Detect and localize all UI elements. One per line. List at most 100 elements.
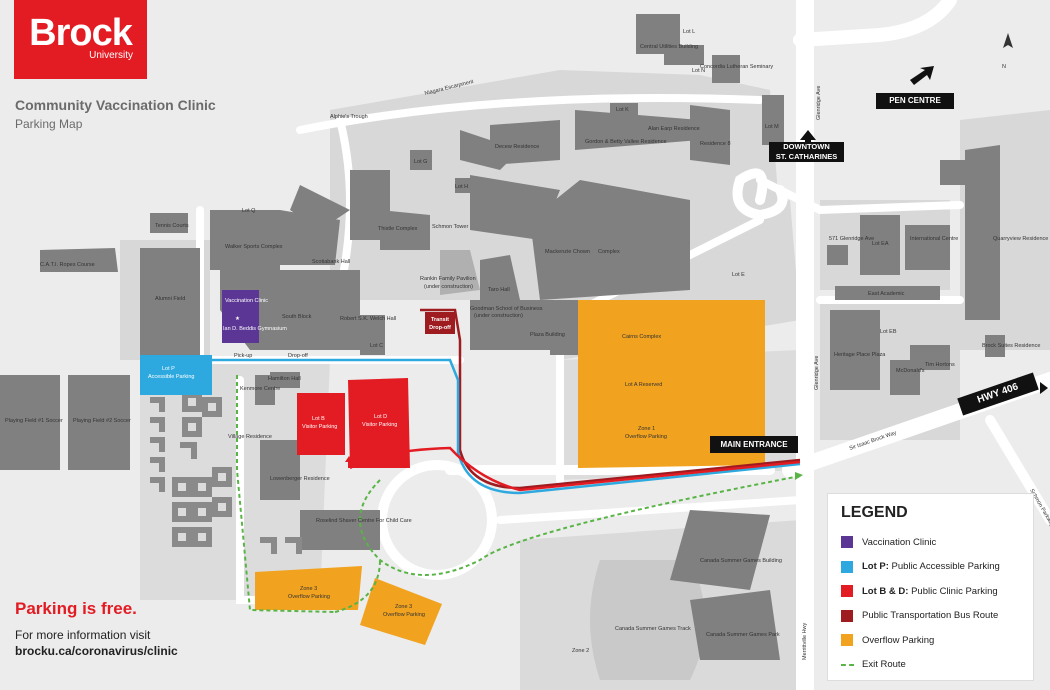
info-url: brocku.ca/coronavirus/clinic — [15, 644, 178, 658]
label-lot-k: Lot K — [616, 107, 629, 113]
legend-title: LEGEND — [841, 504, 908, 521]
red-arrow-icon — [345, 456, 353, 468]
label-lot-eb: Lot EB — [880, 329, 897, 335]
label-571-glenridge: 571 Glenridge Ave — [829, 236, 874, 242]
legend-item-exit: Exit Route — [841, 653, 1033, 678]
label-quarryview: Quarryview Residence — [993, 236, 1048, 242]
zone-1-overflow — [578, 300, 765, 468]
label-lot-b-sub: Visitor Parking — [302, 424, 337, 430]
label-lot-ea: Lot EA — [872, 241, 889, 247]
transit-label-1: Transit — [431, 317, 449, 323]
label-hamilton: Hamilton Hall — [268, 376, 301, 382]
label-summer-games-park: Canada Summer Games Park — [706, 632, 780, 638]
overflow-swatch — [841, 634, 853, 647]
legend-item-overflow: Overflow Parking — [841, 628, 1033, 653]
label-summer-games-bldg: Canada Summer Games Building — [700, 558, 782, 564]
label-glenridge-mid: Glenridge Ave — [814, 356, 820, 390]
label-zone1: Zone 1 — [638, 426, 655, 432]
label-beddis: Ian D. Beddis Gymnasium — [223, 326, 287, 332]
label-complex: Complex — [598, 249, 620, 255]
label-east-academic: East Academic — [868, 291, 905, 297]
label-lot-d-sub: Visitor Parking — [362, 422, 397, 428]
legend-label: Overflow Parking — [862, 634, 935, 646]
downtown-arrow-icon — [800, 130, 816, 145]
zone-3-overflow-a — [255, 566, 362, 610]
label-zone3b: Zone 3 — [395, 604, 412, 610]
hwy-arrow-icon — [1040, 382, 1048, 394]
main-entrance-sign: MAIN ENTRANCE — [710, 436, 798, 453]
label-lot-p: Lot P — [162, 366, 175, 372]
legend-label: Public Transportation Bus Route — [862, 610, 999, 622]
downtown-line-2: ST. CATHARINES — [775, 151, 838, 161]
brock-logo: Brock University — [14, 0, 147, 79]
lot-p-swatch — [841, 560, 853, 573]
label-central-utilities: Central Utilities Building — [640, 44, 698, 50]
label-alphies: Alphie's Trough — [330, 114, 368, 120]
legend-label: Exit Route — [862, 659, 906, 671]
lot-p-route — [212, 358, 801, 495]
label-village: Village Residence — [228, 434, 272, 440]
label-cairns: Cairns Complex — [622, 334, 661, 340]
label-mcdonalds: McDonald's — [896, 368, 925, 374]
label-lot-p-sub: Accessible Parking — [148, 374, 194, 380]
label-lot-q: Lot Q — [242, 208, 256, 214]
legend-item-clinic: Vaccination Clinic — [841, 530, 1033, 555]
label-summer-games-track: Canada Summer Games Track — [615, 626, 691, 632]
label-residence-8: Residence 8 — [700, 141, 731, 147]
legend-item-bus: Public Transportation Bus Route — [841, 604, 1033, 629]
label-lot-g: Lot G — [414, 159, 427, 165]
lot-b — [297, 393, 345, 455]
label-alan-earp: Alan Earp Residence — [648, 126, 700, 132]
exit-swatch — [841, 663, 854, 666]
label-rankin-note: (under construction) — [424, 284, 473, 290]
legend-panel: LEGEND Vaccination Clinic Lot P: Public … — [827, 493, 1034, 681]
label-scotiabank: Scotiabank Hall — [312, 259, 350, 265]
legend-bold: Lot P: — [862, 561, 889, 573]
label-pickup: Pick-up — [234, 353, 252, 359]
label-clinic: Vaccination Clinic — [225, 298, 268, 304]
label-lot-l: Lot L — [683, 29, 695, 35]
legend-label: Vaccination Clinic — [862, 536, 937, 548]
transit-dropoff-box — [425, 312, 455, 334]
info-text: For more information visit — [15, 628, 151, 642]
label-taro: Taro Hall — [488, 287, 510, 293]
pen-centre-arrow-icon — [910, 66, 934, 85]
legend-item-lot-bd: Lot B & D: Public Clinic Parking — [841, 579, 1033, 604]
label-mackenzie: Mackenzie Chown — [545, 249, 590, 255]
label-glenridge-top: Glenridge Ave — [816, 86, 822, 120]
label-cati: C.A.T.I. Ropes Course — [40, 262, 95, 268]
star-icon: ★ — [235, 315, 240, 322]
label-zone3a: Zone 3 — [300, 586, 317, 592]
page-title: Community Vaccination Clinic — [15, 97, 216, 113]
label-lot-h: Lot H — [455, 184, 468, 190]
label-zone-2: Zone 2 — [572, 648, 589, 654]
legend-label: Public Clinic Parking — [908, 585, 998, 597]
label-north: N — [1002, 64, 1006, 70]
label-lot-c: Lot C — [370, 343, 383, 349]
vaccination-clinic — [222, 290, 259, 343]
label-dropoff: Drop-off — [288, 353, 308, 359]
label-heritage: Heritage Place Plaza — [834, 352, 886, 358]
label-south-block: South Block — [282, 314, 312, 320]
bus-swatch — [841, 609, 853, 622]
label-concordia: Concordia Lutheran Seminary — [700, 64, 773, 70]
label-roselind: Roselind Shaver Centre For Child Care — [316, 518, 412, 524]
exit-route — [236, 375, 801, 613]
zone-3-overflow-b — [360, 578, 442, 645]
label-tennis: Tennis Courts — [155, 223, 189, 229]
label-merrittville: Merrittville Hwy — [802, 622, 808, 660]
clinic-swatch — [841, 536, 853, 549]
lot-d — [348, 378, 410, 468]
exit-arrow-icon — [795, 472, 803, 480]
map-labels: Lot L Central Utilities Building Lot N C… — [5, 29, 1048, 654]
downtown-sign: DOWNTOWN ST. CATHARINES — [769, 142, 844, 162]
lot-p — [140, 355, 212, 395]
lot-bd-swatch — [841, 585, 853, 598]
label-rankin: Rankin Family Pavilion — [420, 276, 476, 282]
label-lot-d: Lot D — [374, 414, 387, 420]
label-tim: Tim Hortons — [925, 362, 955, 368]
label-zone1-sub: Overflow Parking — [625, 434, 667, 440]
label-zone3b-sub: Overflow Parking — [383, 612, 425, 618]
label-gordon: Gordon & Betty Vallee Residence — [585, 139, 667, 145]
